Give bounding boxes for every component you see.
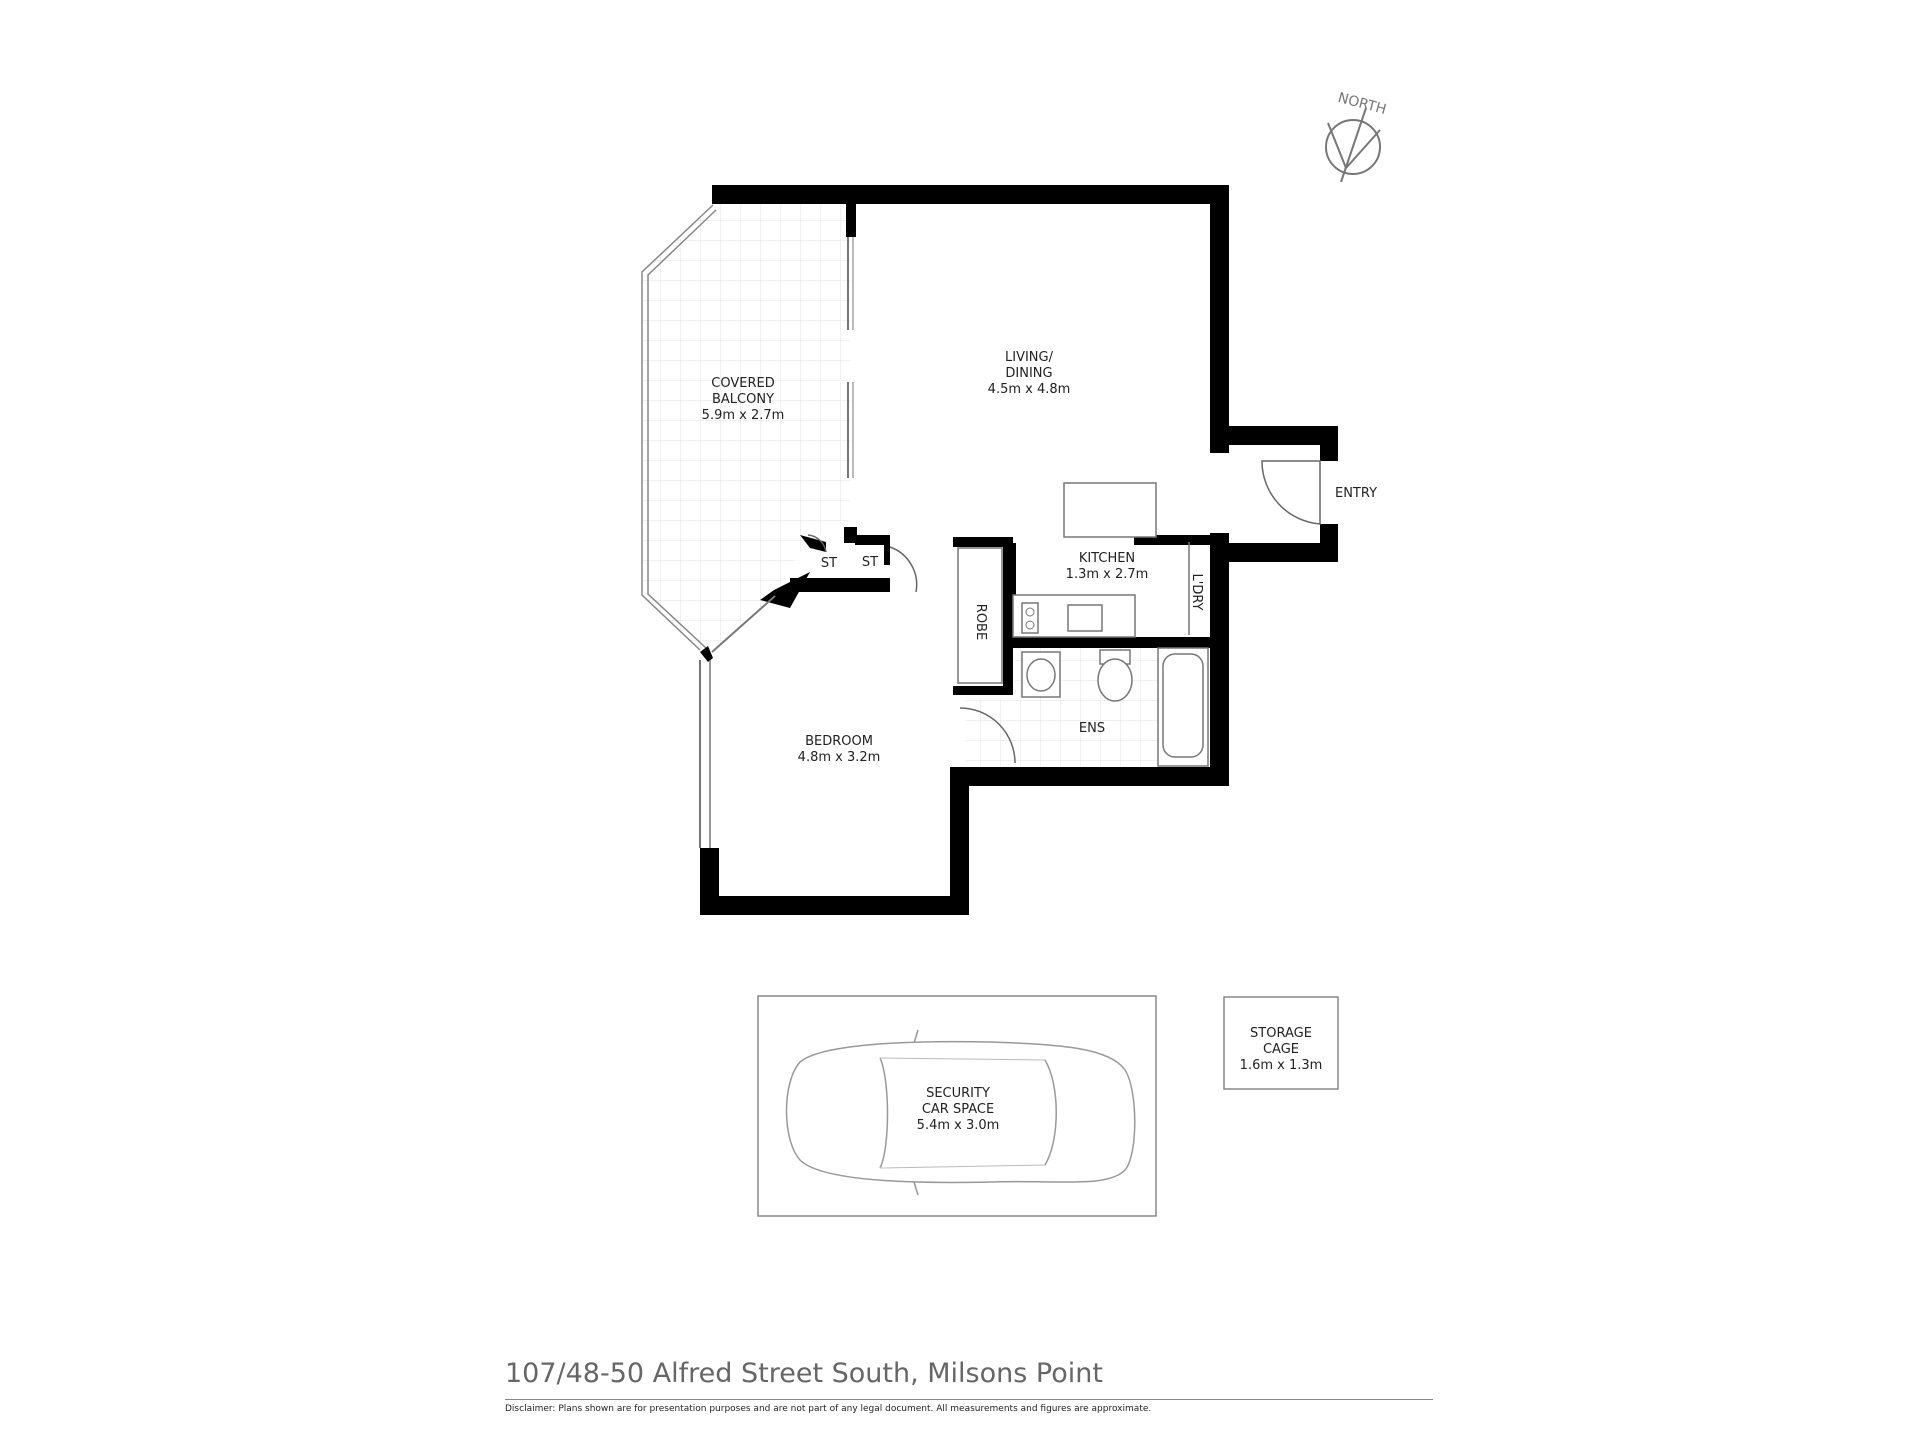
kitchen-size: 1.3m x 2.7m [1066,567,1149,582]
living-label-2: DINING [1005,366,1052,381]
kitchen-label: KITCHEN [1079,551,1135,566]
ensuite-fixtures [1021,647,1209,767]
kitchen-fixtures [957,482,1190,684]
storage-cage-label-1: STORAGE [1250,1026,1312,1041]
car-space-boundary [757,995,1157,1217]
walls [700,185,1338,915]
living-label-1: LIVING/ [1005,350,1054,365]
storage-cage-size: 1.6m x 1.3m [1240,1058,1323,1073]
living-size: 4.5m x 4.8m [988,382,1071,397]
glazing [699,237,854,848]
storage-label-2: ST [862,555,878,570]
property-address: 107/48-50 Alfred Street South, Milsons P… [505,1358,1103,1389]
balcony-size: 5.9m x 2.7m [702,408,785,423]
storage-label-1: ST [821,556,837,571]
laundry-label: L'DRY [1189,574,1204,611]
storage-cage-label-2: CAGE [1263,1042,1299,1057]
car-icon [785,1029,1136,1196]
ensuite-label: ENS [1079,721,1105,736]
car-space-label-2: CAR SPACE [922,1102,994,1117]
storage-cage-boundary [1223,996,1339,1090]
doors [807,460,1321,764]
disclaimer-text: Disclaimer: Plans shown are for presenta… [505,1404,1152,1414]
robe-label: ROBE [973,604,988,640]
balcony-label-1: COVERED [711,376,774,391]
balcony-railing [641,204,717,651]
car-space-size: 5.4m x 3.0m [917,1118,1000,1133]
compass-north-label: NORTH [1336,90,1388,118]
north-compass-icon: NORTH [1325,90,1388,183]
balcony-label-2: BALCONY [712,392,774,407]
bedroom-label: BEDROOM [805,734,873,749]
car-space-label-1: SECURITY [926,1086,990,1101]
footer-divider [505,1399,1433,1400]
entry-label: ENTRY [1335,486,1377,501]
bedroom-size: 4.8m x 3.2m [798,750,881,765]
balcony-floor [642,203,850,650]
